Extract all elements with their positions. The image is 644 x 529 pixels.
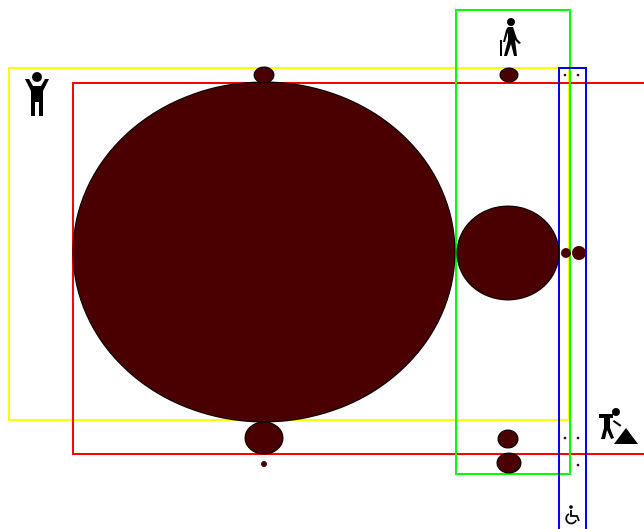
tiny-dots <box>563 73 580 467</box>
red-box <box>72 82 644 455</box>
green-bottom-bulb-2 <box>496 452 522 474</box>
green-box <box>455 9 571 475</box>
child-icon <box>25 72 49 116</box>
side-circle <box>456 205 560 301</box>
worker-icon <box>599 408 638 444</box>
elderly-icon <box>500 18 521 56</box>
bottom-bulb <box>244 421 284 455</box>
right-bulb-small <box>561 248 571 258</box>
green-bottom-bulb-1 <box>497 429 519 449</box>
blue-box <box>558 67 587 529</box>
bottom-dot <box>261 461 267 467</box>
green-top-bulb <box>499 67 519 83</box>
top-bulb <box>253 66 275 84</box>
main-circle <box>72 81 456 423</box>
right-bulb-large <box>572 246 586 260</box>
wheelchair-icon <box>565 505 580 525</box>
